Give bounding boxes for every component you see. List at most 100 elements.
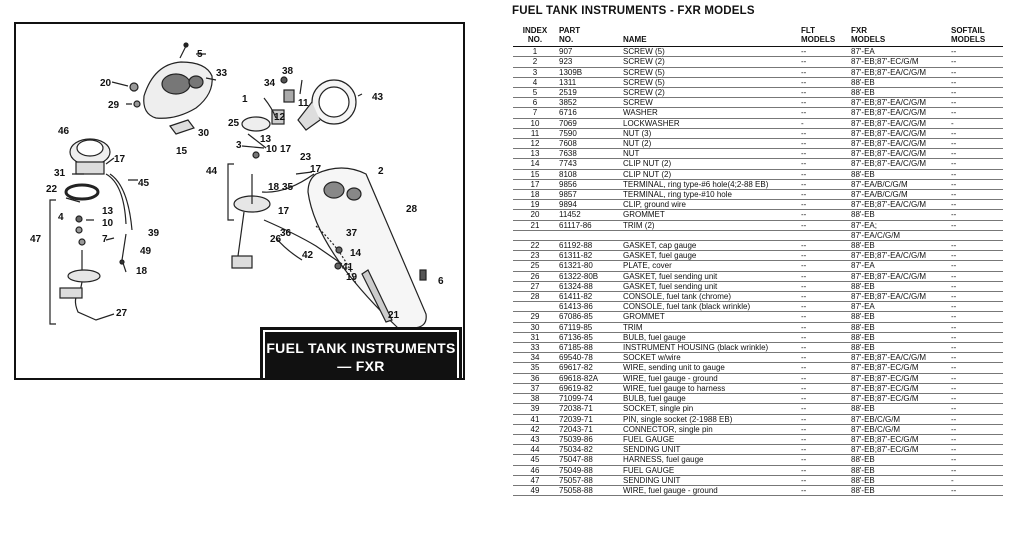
cell-index: 12 xyxy=(513,138,557,150)
callout: 28 xyxy=(406,204,418,215)
cell-index: 30 xyxy=(513,322,557,333)
cell-flt: -- xyxy=(799,434,849,446)
cell-softail: - xyxy=(949,118,1003,129)
cell-part: 1309B xyxy=(557,67,621,78)
cell-fxr: 87'-EA/B/C/G/M xyxy=(849,179,949,191)
cell-part: 71099-74 xyxy=(557,393,621,405)
cell-fxr: 87'-EA/B/C/G/M xyxy=(849,189,949,201)
cell-flt: -- xyxy=(799,107,849,119)
cell-index: 35 xyxy=(513,362,557,374)
cell-index: 17 xyxy=(513,179,557,191)
cell-flt: -- xyxy=(799,342,849,354)
cell-flt: -- xyxy=(799,189,849,201)
cell-index: 13 xyxy=(513,148,557,160)
cell-softail: -- xyxy=(949,56,1003,68)
cell-part: 75047-88 xyxy=(557,454,621,466)
cell-softail: -- xyxy=(949,46,1003,58)
callout: 5 xyxy=(197,49,203,60)
cell-softail: -- xyxy=(949,311,1003,323)
cell-flt: -- xyxy=(799,158,849,170)
cell-flt: -- xyxy=(799,291,849,303)
cell-part xyxy=(557,230,621,242)
cell-index: 2 xyxy=(513,56,557,68)
callout: 19 xyxy=(346,272,358,283)
console-part xyxy=(307,167,427,329)
cell-part: 7608 xyxy=(557,138,621,150)
cell-name: GASKET, cap gauge xyxy=(621,240,799,252)
cell-fxr: 88'-EB xyxy=(849,209,949,221)
cell-fxr: 87'-EB;87'-EA/C/G/M xyxy=(849,250,949,262)
cell-part: 61192-88 xyxy=(557,240,621,252)
cell-softail: -- xyxy=(949,169,1003,180)
page-title: FUEL TANK INSTRUMENTS - FXR MODELS xyxy=(512,5,755,17)
cell-softail: -- xyxy=(949,403,1003,415)
cell-index: 45 xyxy=(513,454,557,466)
callout: 31 xyxy=(54,168,66,179)
cell-part: 75049-88 xyxy=(557,465,621,476)
cell-name: WASHER xyxy=(621,107,799,119)
cell-flt: -- xyxy=(799,383,849,395)
cell-index: 1 xyxy=(513,46,557,58)
cell-index: 6 xyxy=(513,97,557,109)
cell-name: WIRE, sending unit to gauge xyxy=(621,362,799,374)
cell-flt: -- xyxy=(799,128,849,140)
callout: 22 xyxy=(46,184,58,195)
cell-index: 39 xyxy=(513,403,557,415)
cell-fxr: 87'-EB;87'-EA/C/G/M xyxy=(849,271,949,282)
callout: 13 xyxy=(260,134,272,145)
cell-name: GASKET, fuel sending unit xyxy=(621,271,799,282)
cell-name: TERMINAL, ring type-#6 hole(4;2-88 EB) xyxy=(621,179,799,191)
callout: 7 xyxy=(102,234,108,245)
callout: 42 xyxy=(302,250,314,261)
callout: 10 xyxy=(102,218,114,229)
cell-flt: -- xyxy=(799,454,849,466)
cell-name: CONNECTOR, single pin xyxy=(621,424,799,435)
cell-softail: -- xyxy=(949,67,1003,78)
callout: 29 xyxy=(108,100,120,111)
cell-name: CONSOLE, fuel tank (black wrinkle) xyxy=(621,301,799,313)
cell-index: 11 xyxy=(513,128,557,140)
cell-name: GROMMET xyxy=(621,311,799,323)
cell-softail: -- xyxy=(949,414,1003,425)
cell-index: 43 xyxy=(513,434,557,446)
cell-softail: -- xyxy=(949,444,1003,456)
cell-part: 69617-82 xyxy=(557,362,621,374)
cell-name xyxy=(621,230,799,242)
cell-index: 21 xyxy=(513,220,557,231)
callout: 26 xyxy=(270,234,282,245)
cell-index: 31 xyxy=(513,332,557,344)
table-row: 87'-EA/C/G/M xyxy=(513,230,1003,242)
cell-softail: -- xyxy=(949,250,1003,262)
cell-flt: -- xyxy=(799,87,849,99)
cell-softail: -- xyxy=(949,179,1003,191)
cell-part: 72039-71 xyxy=(557,414,621,425)
callout: 41 xyxy=(342,262,354,273)
cell-part: 69540-78 xyxy=(557,352,621,364)
cell-part: 75034-82 xyxy=(557,444,621,456)
cell-fxr: 88'-EB xyxy=(849,465,949,476)
cell-part: 9856 xyxy=(557,179,621,191)
cell-flt: -- xyxy=(799,424,849,435)
cell-softail: -- xyxy=(949,454,1003,466)
cell-index: 25 xyxy=(513,260,557,272)
cell-softail: -- xyxy=(949,97,1003,109)
cell-index: 19 xyxy=(513,199,557,211)
cell-softail: -- xyxy=(949,373,1003,384)
cell-fxr: 88'-EB xyxy=(849,322,949,333)
cell-softail: -- xyxy=(949,209,1003,221)
cell-index: 26 xyxy=(513,271,557,282)
callout: 39 xyxy=(148,228,160,239)
